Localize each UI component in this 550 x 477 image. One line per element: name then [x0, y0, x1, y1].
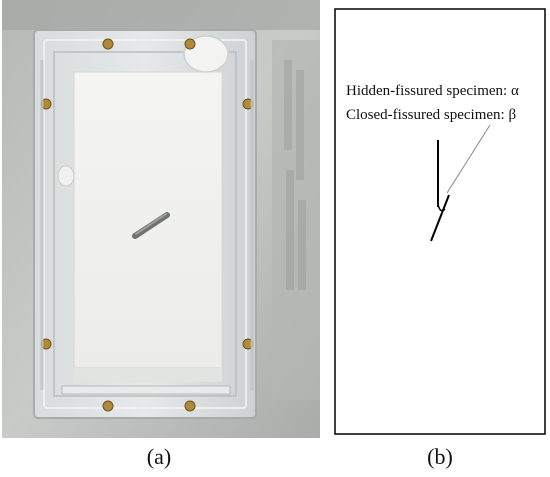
specimen-photo	[2, 0, 320, 438]
label-beta: Closed-fissured specimen: β	[346, 107, 516, 123]
closed-fissure-line	[430, 194, 450, 242]
fissure-schematic: Hidden-fissured specimen: α Closed-fissu…	[334, 8, 546, 436]
leader-line	[446, 124, 491, 194]
angle-arc	[437, 203, 446, 212]
specimen-photo-drawing	[2, 0, 320, 438]
specimen-outline	[334, 8, 546, 435]
specimen-block	[73, 71, 223, 369]
caption-a: (a)	[146, 444, 172, 469]
fissure-schematic-drawing: Hidden-fissured specimen: α Closed-fissu…	[334, 8, 546, 435]
caption-b: (b)	[427, 444, 453, 469]
label-alpha: Hidden-fissured specimen: α	[346, 83, 519, 99]
embedded-fissure	[132, 212, 170, 239]
